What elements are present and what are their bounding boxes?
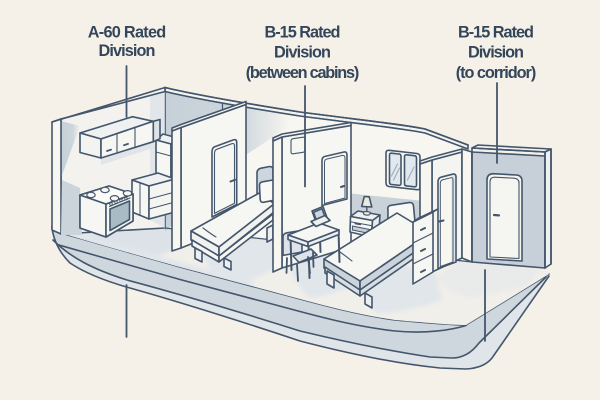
svg-text:(to corridor): (to corridor) [456, 64, 537, 82]
svg-text:B-15 Rated: B-15 Rated [265, 24, 341, 42]
svg-text:(between cabins): (between cabins) [246, 64, 360, 82]
svg-text:A-60 Rated: A-60 Rated [88, 24, 167, 42]
svg-text:Division: Division [274, 44, 331, 62]
svg-text:Division: Division [468, 44, 524, 62]
svg-text:Division: Division [99, 42, 156, 60]
svg-text:B-15 Rated: B-15 Rated [458, 24, 534, 42]
